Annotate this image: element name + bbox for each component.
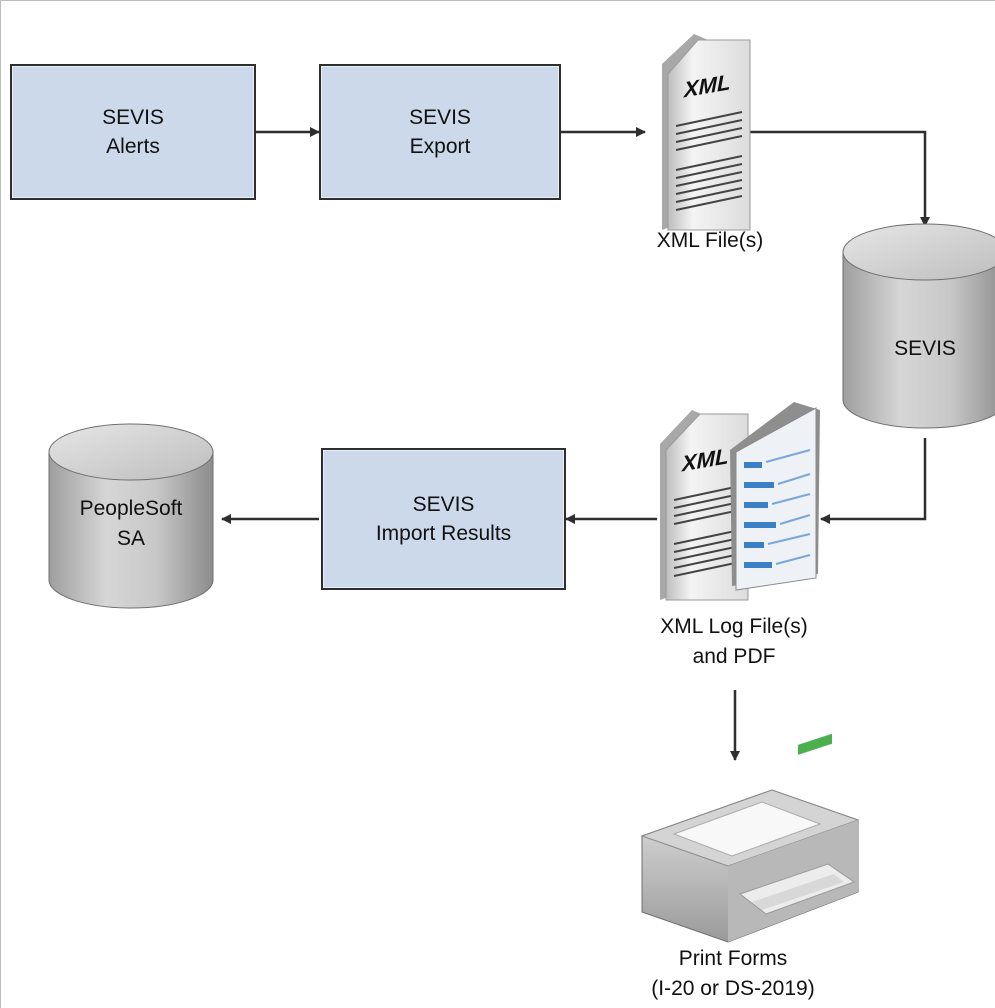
xml-file-icon: XML xyxy=(662,34,751,231)
printer-caption: Print Forms (I-20 or DS-2019) xyxy=(610,944,856,1004)
sevis-export-process: SEVIS Export xyxy=(319,64,561,200)
peoplesoft-line1: PeopleSoft xyxy=(79,497,183,520)
pdf-file-icon xyxy=(730,402,820,591)
printer-icon xyxy=(640,733,860,943)
xml-file-caption: XML File(s) xyxy=(656,229,764,252)
printer-caption-line1: Print Forms xyxy=(678,947,788,970)
xml-log-caption-line1: XML Log File(s) xyxy=(660,615,808,638)
sevis-import-results-process: SEVIS Import Results xyxy=(321,448,566,590)
peoplesoft-database-label: PeopleSoft SA xyxy=(62,494,200,554)
xml-log-caption-line2: and PDF xyxy=(692,645,776,668)
sevis-alerts-line1: SEVIS xyxy=(102,106,164,129)
sevis-export-line1: SEVIS xyxy=(409,106,471,129)
printer-caption-line2: (I-20 or DS-2019) xyxy=(651,977,815,1000)
sevis-import-line1: SEVIS xyxy=(412,493,475,516)
xml-log-caption: XML Log File(s) and PDF xyxy=(618,612,850,672)
sevis-import-line2: Import Results xyxy=(375,522,512,545)
sevis-alerts-process: SEVIS Alerts xyxy=(10,64,256,200)
arrow-sevis-to-log xyxy=(820,438,927,524)
sevis-database-label: SEVIS xyxy=(894,337,956,360)
sevis-alerts-line2: Alerts xyxy=(106,135,160,158)
arrow-xml-to-sevis xyxy=(704,130,930,227)
peoplesoft-database-icon xyxy=(48,423,214,609)
sevis-database-icon xyxy=(842,223,995,429)
xml-log-file-icon: XML xyxy=(660,410,749,601)
peoplesoft-line2: SA xyxy=(116,527,145,550)
sevis-export-line2: Export xyxy=(409,135,471,158)
